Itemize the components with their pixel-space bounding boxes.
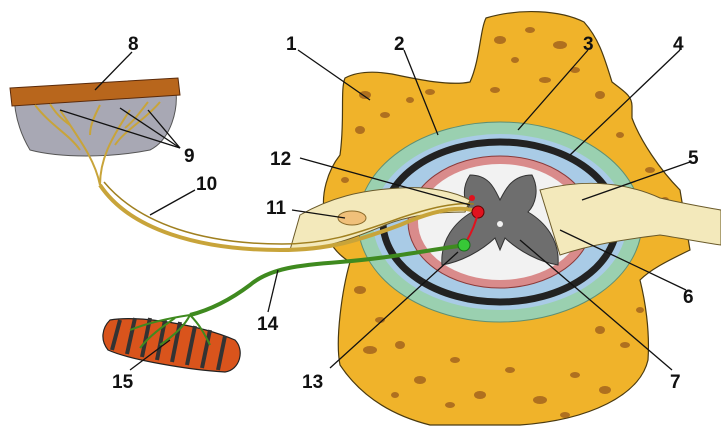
label-5: 5 [688,148,699,169]
label-8: 8 [128,34,139,55]
label-14: 14 [257,314,279,335]
label-12: 12 [270,149,291,170]
label-2: 2 [394,34,405,55]
motor-neuron-cell [458,239,470,251]
label-15: 15 [112,372,134,393]
label-10: 10 [196,174,217,195]
label-11: 11 [266,198,287,219]
label-6: 6 [683,287,694,308]
interneuron-cell [469,195,475,201]
label-13: 13 [302,372,323,393]
label-4: 4 [673,34,684,55]
label-3: 3 [583,34,594,55]
label-7: 7 [670,372,681,393]
muscle [103,318,240,372]
label-1: 1 [286,34,297,55]
central-canal [497,221,503,227]
label-9: 9 [184,146,195,167]
